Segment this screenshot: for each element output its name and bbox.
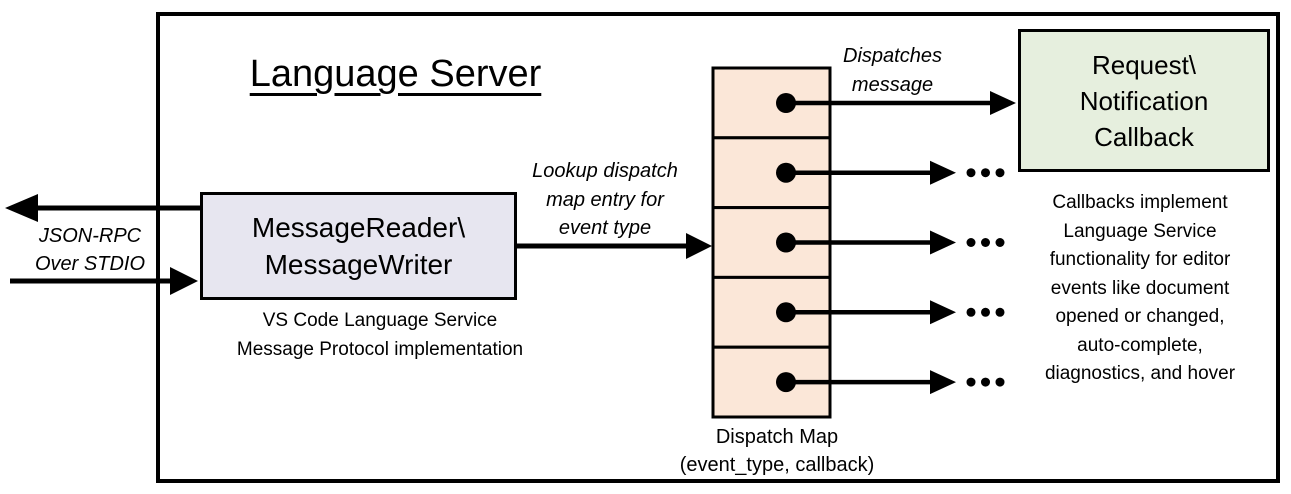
dispatch-arrowhead [990,91,1016,115]
message-caption-line2: Message Protocol implementation [236,339,524,360]
callback-note-line: functionality for editor [1049,249,1231,270]
lookup-line2: map entry for [546,188,664,211]
dispatch-map-label-line2: (event_type, callback) [679,454,875,476]
dispatch-row-arrow-4 [776,300,1005,325]
message-reader-writer-node: MessageReader\ MessageWriter [200,192,517,300]
dispatch-row-arrow-3 [776,230,1005,255]
dispatches-line1: Dispatches [843,45,942,67]
ellipsis-dot [966,238,976,247]
dispatches-line2: message [851,74,934,96]
ellipsis-dot [981,307,990,317]
json-rpc-line1: JSON-RPC [38,225,142,247]
callback-note-line: Language Service [1063,220,1217,242]
ellipsis-dot [981,377,990,387]
json-rpc-annotation: JSON-RPC Over STDIO [20,222,160,278]
ellipsis-dot [995,307,1005,317]
ellipsis-dot [966,168,976,178]
lookup-line1: Lookup dispatch [532,160,678,182]
callback-note-line: opened or changed, [1055,306,1225,327]
message-node-caption: VS Code Language Service Message Protoco… [180,306,580,364]
dispatch-arrowhead [930,160,956,185]
request-notification-callback-node: Request\ Notification Callback [1018,29,1270,172]
dispatch-row-arrow-5 [776,370,1005,395]
ellipsis-dot [981,168,990,178]
callback-node-line2: Notification [1079,85,1209,116]
dispatch-arrowhead [930,230,956,255]
stdio-out-arrow [5,194,200,222]
callback-note: Callbacks implement Language Service fun… [1002,189,1278,389]
dispatch-arrowhead [930,300,956,325]
dispatch-map-label-line1: Dispatch Map [715,426,839,448]
ellipsis-dot [981,238,990,247]
dispatches-annotation: Dispatches message [805,42,980,100]
dispatch-arrowhead [930,370,956,395]
ellipsis-dot [966,377,976,387]
page-title: Language Server [249,53,542,95]
stdio-out-arrowhead [5,194,38,222]
callback-node-line3: Callback [1094,121,1194,152]
callback-note-line: diagnostics, and hover [1044,363,1236,384]
stdio-in-arrowhead [170,267,198,295]
callback-node-line1: Request\ [1091,49,1197,80]
callback-note-line: events like document [1050,277,1230,299]
language-server-boundary [156,12,1280,483]
message-caption-line1: VS Code Language Service [262,310,498,331]
ellipsis-dot [966,307,976,317]
lookup-annotation: Lookup dispatch map entry for event type [500,157,710,243]
json-rpc-line2: Over STDIO [34,253,145,275]
lookup-arrow [517,233,712,259]
message-node-line2: MessageWriter [264,249,453,280]
ellipsis-dot [995,377,1005,387]
lookup-line3: event type [558,217,652,239]
dispatch-map-label: Dispatch Map (event_type, callback) [655,423,899,479]
dispatch-row-arrow-1 [776,91,1016,115]
callback-note-line: Callbacks implement [1052,192,1228,213]
stdio-in-arrow [10,267,198,295]
dispatch-row-arrow-2 [776,160,1005,185]
callback-note-line: auto-complete, [1077,334,1203,356]
ellipsis-dot [995,238,1005,247]
ellipsis-dot [995,168,1005,178]
message-node-line1: MessageReader\ [251,212,466,243]
lookup-arrowhead [686,233,712,259]
